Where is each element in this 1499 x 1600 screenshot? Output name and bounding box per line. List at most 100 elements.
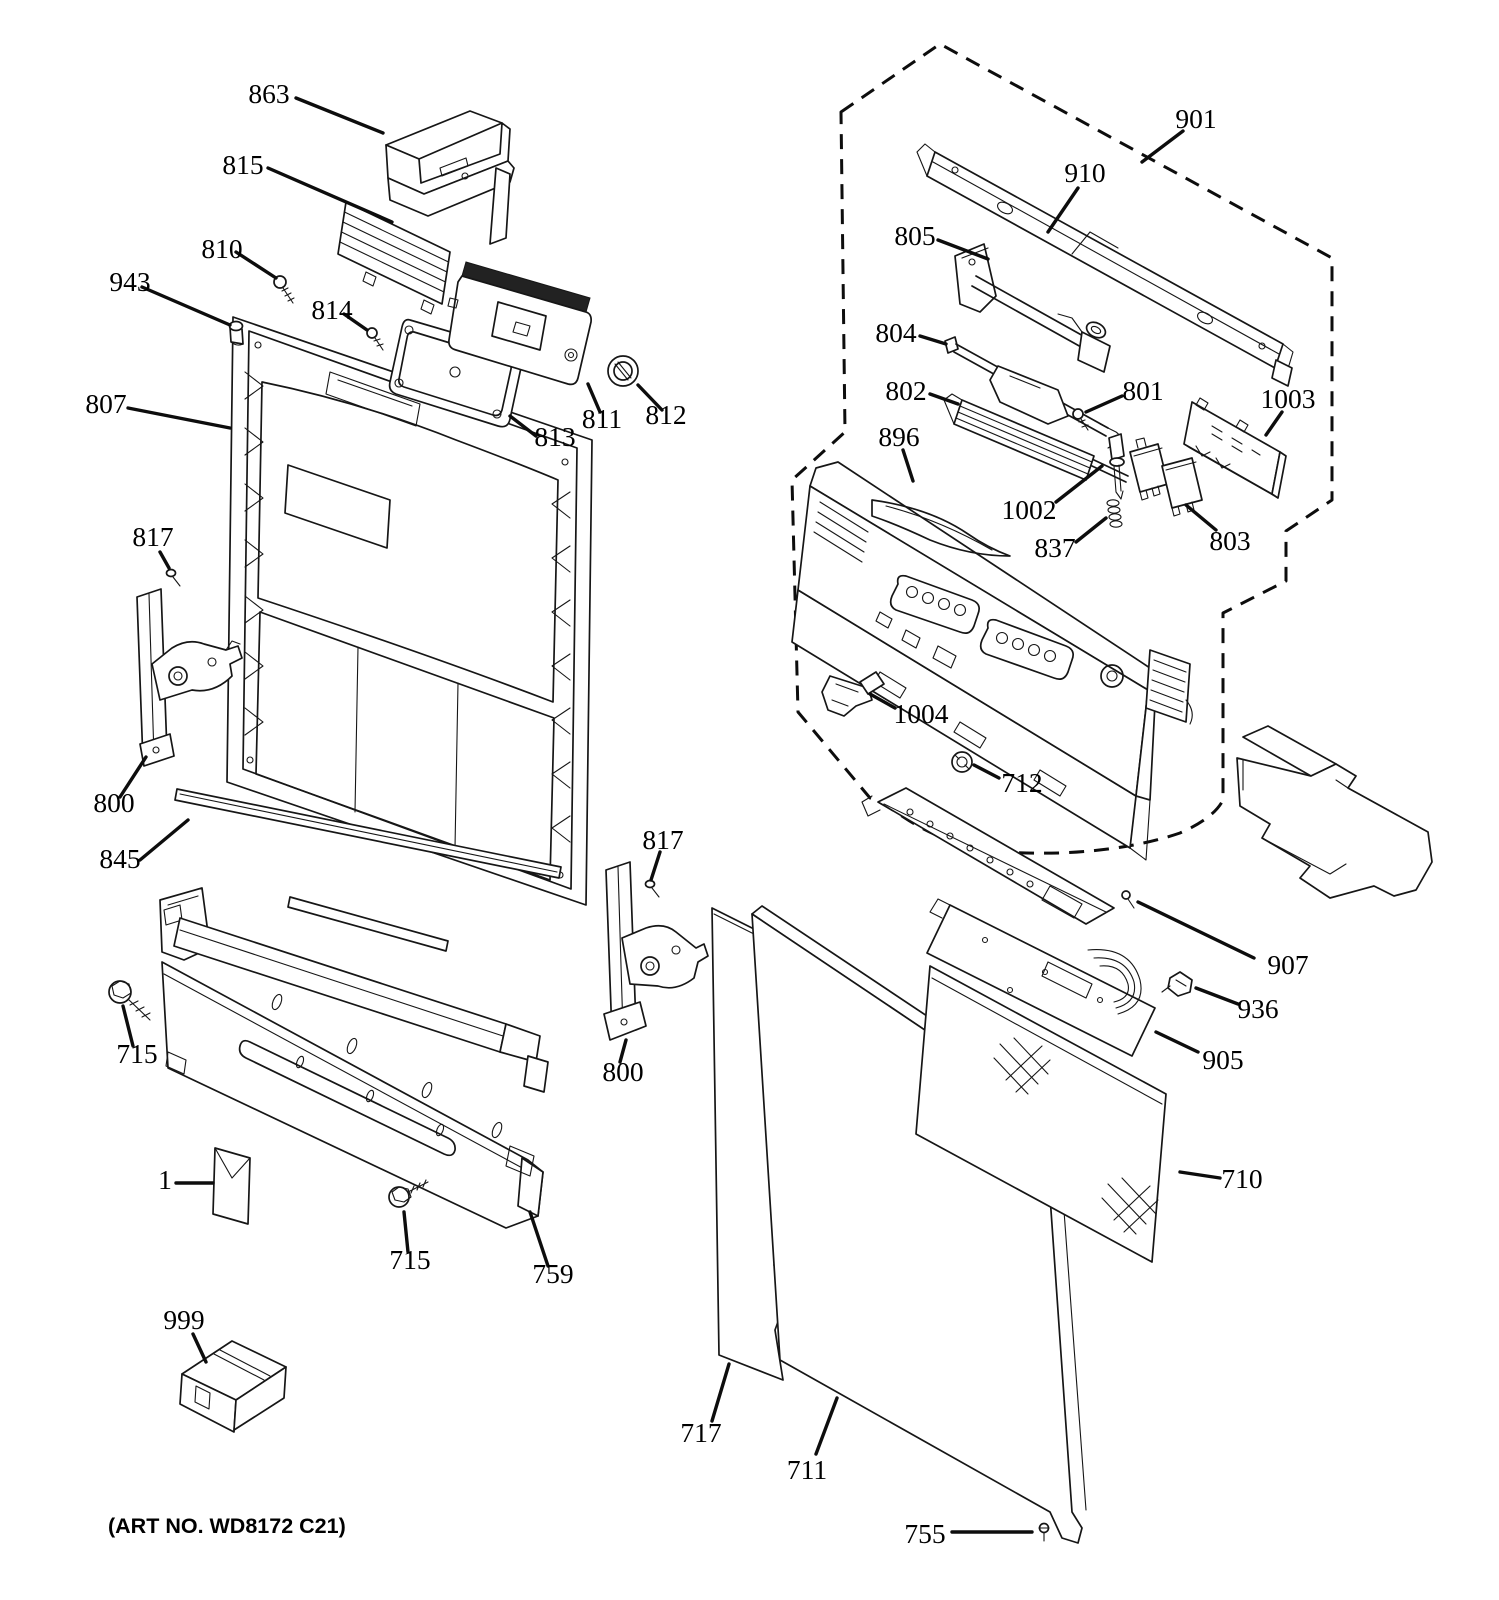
- part-812-cap: [607, 355, 639, 387]
- callout-label: 804: [875, 317, 917, 348]
- callout-label: 710: [1221, 1163, 1262, 1194]
- screw-715-center: [388, 1179, 429, 1208]
- part-1003-cover-plate: [1183, 397, 1287, 499]
- callout-805: 805: [894, 220, 990, 261]
- callout-814: 814: [311, 294, 369, 332]
- callout-label: 999: [163, 1304, 204, 1335]
- part-910-bracket: [916, 143, 1294, 387]
- callout-label: 811: [582, 403, 622, 434]
- callout-999: 999: [163, 1304, 208, 1364]
- part-1002-plunger: [1108, 433, 1125, 500]
- part-807-inner-door-panel: [226, 316, 593, 906]
- callout-717: 717: [680, 1362, 731, 1448]
- callout-label: 815: [222, 149, 263, 180]
- callout-800-left: 800: [93, 755, 148, 818]
- callout-905: 905: [1154, 1030, 1244, 1075]
- callout-label: 805: [894, 220, 935, 251]
- callout-817-left: 817: [132, 521, 174, 570]
- callout-label: 817: [132, 521, 173, 552]
- callout-label: 1004: [894, 698, 949, 729]
- callout-label: 759: [532, 1258, 573, 1289]
- callout-803: 803: [1184, 503, 1251, 556]
- screw-817-left: [165, 568, 181, 587]
- callout-label: 802: [885, 375, 926, 406]
- callout-807: 807: [85, 388, 232, 430]
- part-863-cover: [385, 110, 515, 245]
- callout-label: 711: [787, 1454, 827, 1485]
- callout-901: 901: [1140, 103, 1217, 164]
- screw-810: [273, 275, 295, 304]
- keypad-strip: [861, 787, 1115, 925]
- callout-label: 936: [1237, 993, 1278, 1024]
- callout-1003: 1003: [1261, 383, 1316, 437]
- art-number: (ART NO. WD8172 C21): [108, 1514, 346, 1538]
- callout-label: 813: [534, 421, 575, 452]
- callout-label: 943: [109, 266, 150, 297]
- callout-label: 712: [1001, 767, 1042, 798]
- callout-910: 910: [1046, 157, 1106, 234]
- callout-label: 1002: [1002, 494, 1057, 525]
- part-905-board: [926, 898, 1156, 1057]
- callout-1: 1: [158, 1164, 215, 1195]
- callout-label: 1: [158, 1164, 172, 1195]
- part-712-grommet: [951, 751, 973, 773]
- callout-label: 803: [1209, 525, 1250, 556]
- callout-label: 807: [85, 388, 126, 419]
- callout-label: 905: [1202, 1044, 1243, 1075]
- callout-759: 759: [528, 1210, 574, 1289]
- callout-label: 810: [201, 233, 242, 264]
- part-837-spring: [1106, 499, 1123, 528]
- part-936-standoff: [1161, 971, 1193, 997]
- callout-845: 845: [99, 818, 190, 874]
- callout-label: 812: [645, 399, 686, 430]
- callout-936: 936: [1194, 986, 1279, 1024]
- callout-755: 755: [904, 1518, 1034, 1549]
- callout-817-right: 817: [642, 824, 684, 882]
- callout-1004: 1004: [868, 692, 949, 729]
- callout-label: 845: [99, 843, 140, 874]
- callout-802: 802: [885, 375, 960, 406]
- callout-label: 800: [602, 1056, 643, 1087]
- part-710-insulation-panel: [915, 965, 1167, 1263]
- callout-710: 710: [1178, 1163, 1263, 1194]
- callout-label: 717: [680, 1417, 721, 1448]
- part-845-trim-strip: [174, 788, 562, 879]
- part-999-box: [179, 1340, 287, 1433]
- part-815-vent-grille: [337, 201, 451, 315]
- callout-label: 715: [389, 1244, 430, 1275]
- callout-810: 810: [201, 233, 278, 280]
- callout-label: 907: [1267, 949, 1308, 980]
- callout-815: 815: [222, 149, 394, 224]
- right-bracket: [1236, 725, 1433, 899]
- part-803-switches: [1129, 437, 1203, 517]
- callouts: 863 815 810 943 814 807 813 811 812 817 …: [85, 78, 1315, 1549]
- callout-943: 943: [109, 266, 232, 327]
- screw-817-right: [644, 879, 660, 898]
- callout-811: 811: [582, 382, 622, 434]
- callout-label: 801: [1122, 375, 1163, 406]
- callout-label: 910: [1064, 157, 1105, 188]
- callout-801: 801: [1084, 375, 1164, 414]
- callout-800-right: 800: [602, 1038, 644, 1087]
- screw-715-left: [108, 980, 151, 1021]
- part-800-hinge-right: [603, 861, 709, 1041]
- screw-907: [1121, 890, 1135, 909]
- part-1004-clip: [821, 671, 885, 717]
- callout-863: 863: [248, 78, 385, 135]
- screw-814: [366, 327, 384, 351]
- callout-804: 804: [875, 317, 948, 348]
- callout-label: 896: [878, 421, 919, 452]
- callout-896: 896: [878, 421, 920, 483]
- part-1-literature: [212, 1147, 251, 1225]
- callout-label: 755: [904, 1518, 945, 1549]
- callout-813: 813: [508, 414, 576, 452]
- part-896-escutcheon: [791, 461, 1193, 861]
- callout-label: 814: [311, 294, 353, 325]
- callout-1002: 1002: [1002, 464, 1104, 525]
- part-800-hinge-left: [136, 588, 243, 767]
- callout-label: 800: [93, 787, 134, 818]
- part-811-dispenser: [447, 261, 592, 386]
- callout-715-left: 715: [116, 1004, 158, 1069]
